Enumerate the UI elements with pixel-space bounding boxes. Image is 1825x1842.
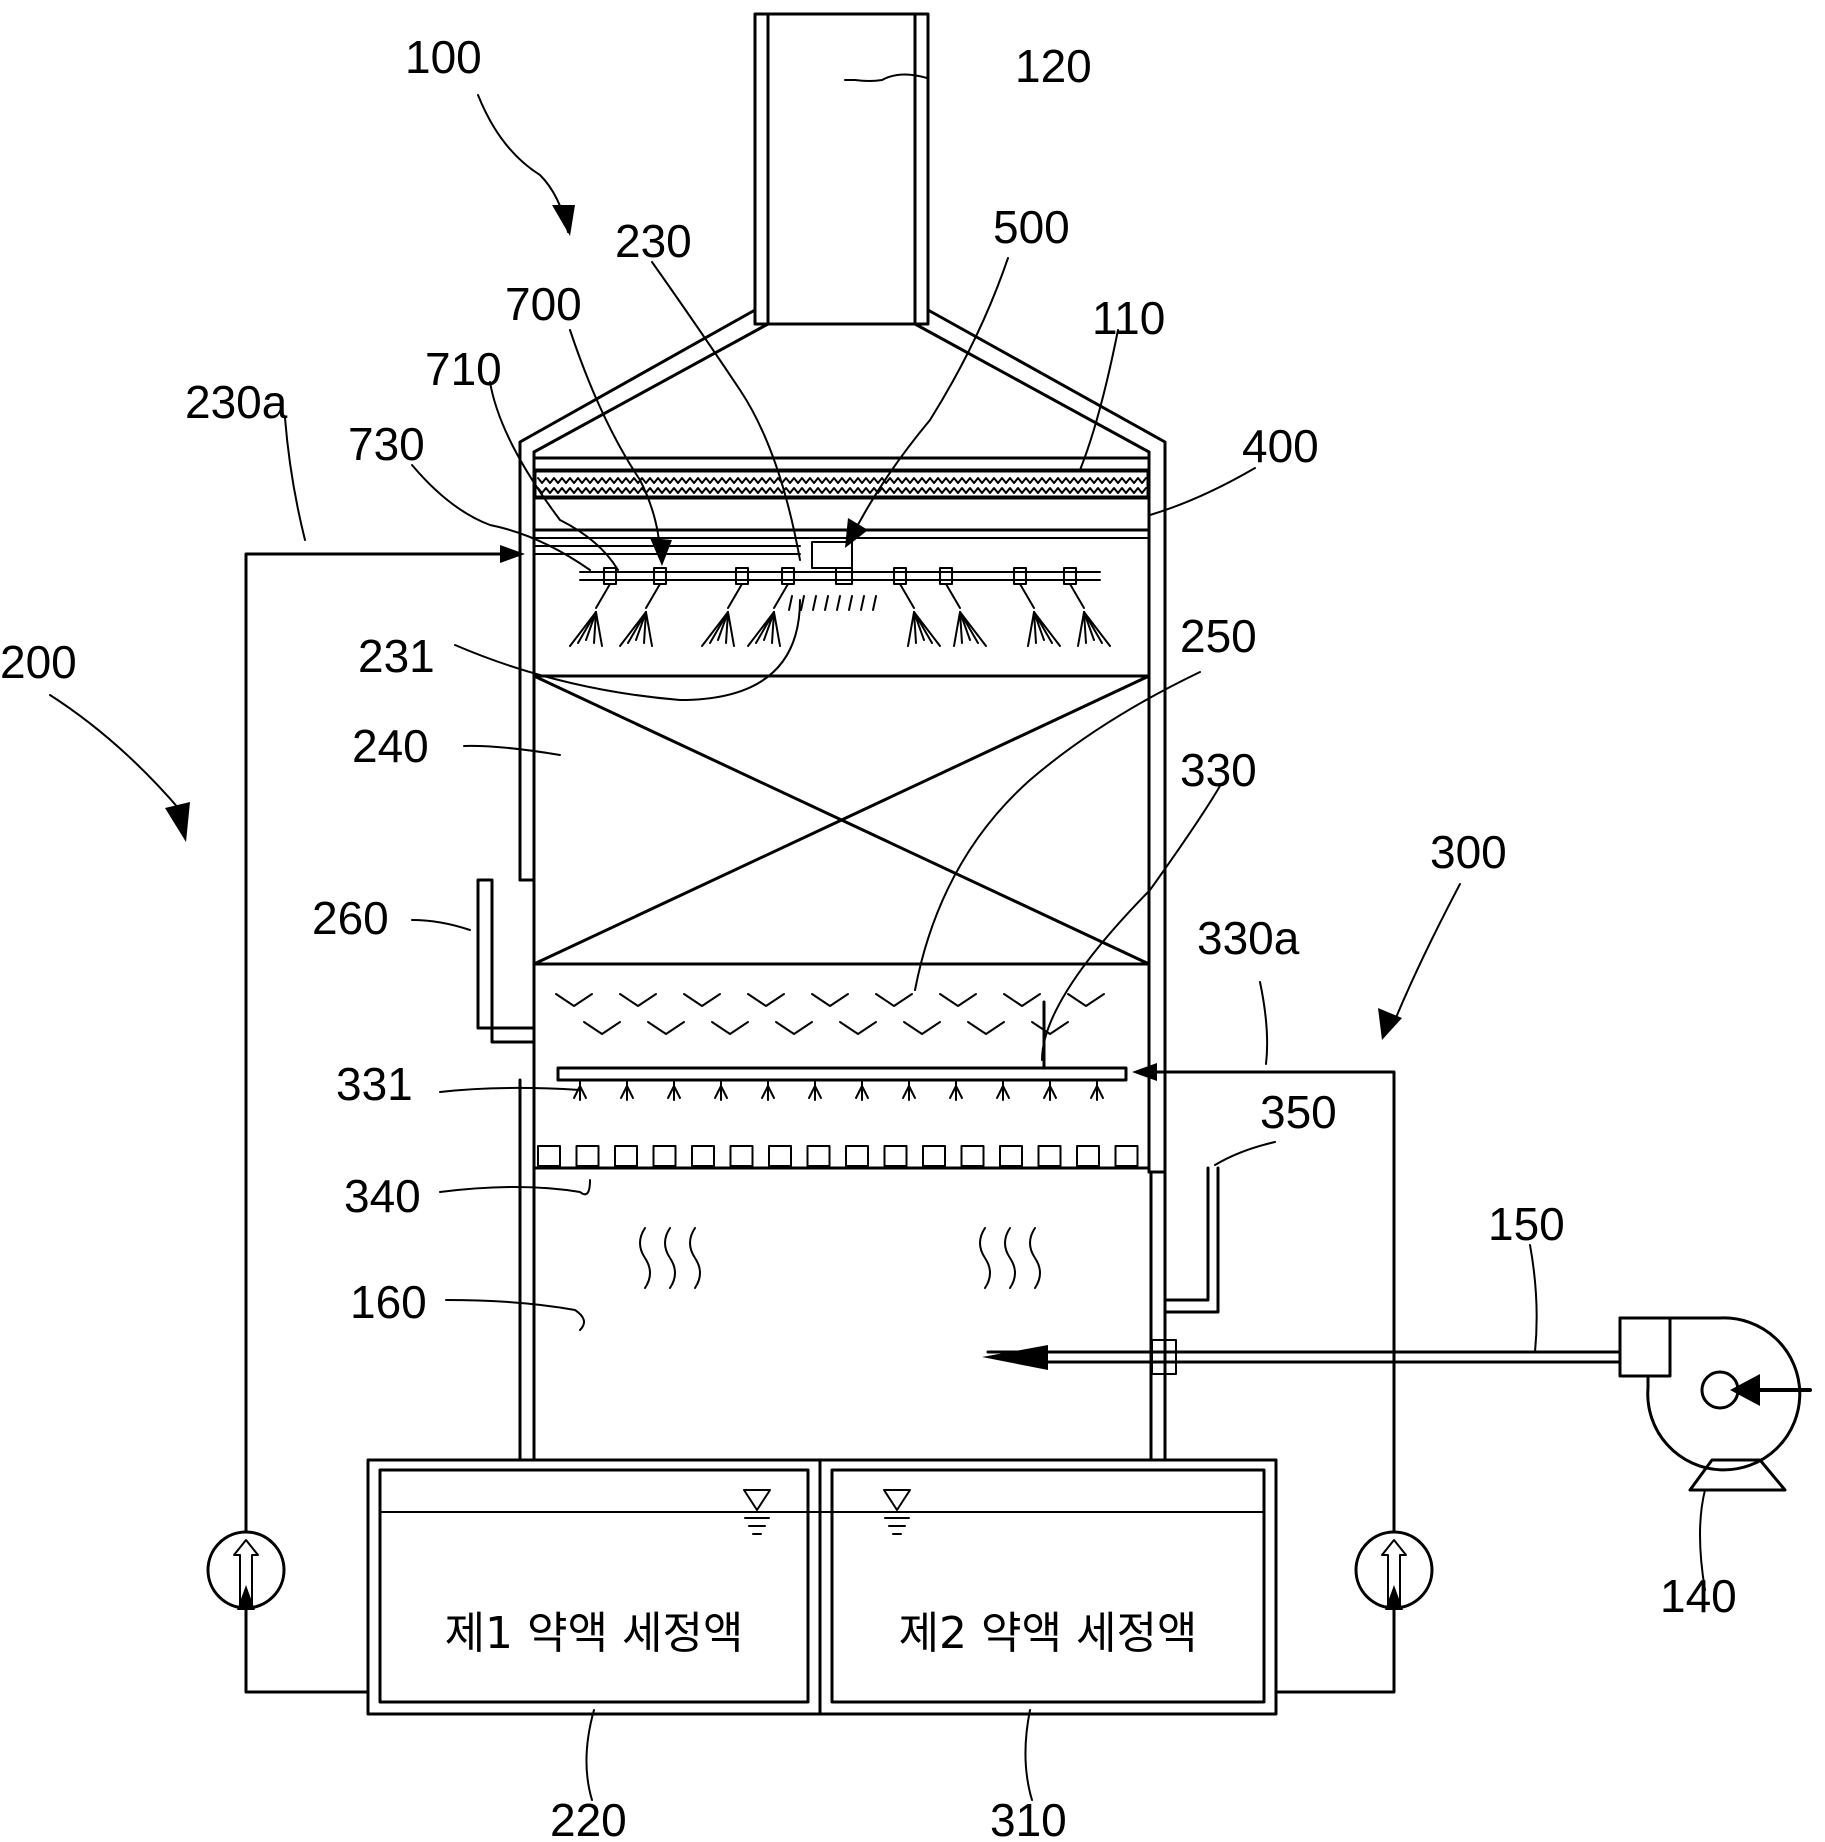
label-220: 220 <box>550 1794 627 1842</box>
label-230: 230 <box>615 215 692 267</box>
vapor-marks <box>639 1227 1041 1289</box>
leader-lines <box>49 73 1706 1801</box>
label-140: 140 <box>1660 1570 1737 1622</box>
label-331: 331 <box>336 1058 413 1110</box>
hood <box>518 308 1167 1174</box>
label-730: 730 <box>348 418 425 470</box>
grid-cell <box>614 1145 638 1167</box>
reference-numerals: 100 120 230 500 700 110 710 230a 730 400… <box>0 31 1737 1842</box>
label-350: 350 <box>1260 1086 1337 1138</box>
grid-cell <box>537 1145 561 1167</box>
label-710: 710 <box>425 343 502 395</box>
spray-mark <box>860 595 865 611</box>
inlet-duct <box>982 1339 1622 1375</box>
label-300: 300 <box>1430 826 1507 878</box>
spray-nozzle <box>1063 567 1111 647</box>
tower-body <box>518 450 1167 1462</box>
blower <box>1618 1316 1812 1492</box>
label-150: 150 <box>1488 1198 1565 1250</box>
grid-cell <box>845 1145 869 1167</box>
tank-housing <box>366 1458 1278 1716</box>
grid-cell <box>999 1145 1023 1167</box>
grid-cell <box>768 1145 792 1167</box>
spray-nozzle <box>939 567 987 647</box>
spray-mark <box>872 595 877 611</box>
label-250: 250 <box>1180 610 1257 662</box>
spray-nozzle <box>619 567 667 647</box>
label-330a: 330a <box>1197 912 1300 964</box>
label-230a: 230a <box>185 376 288 428</box>
spray-mark <box>788 595 793 611</box>
spray-nozzle <box>569 567 617 647</box>
label-400: 400 <box>1242 420 1319 472</box>
spray-section <box>532 528 1151 678</box>
label-340: 340 <box>344 1170 421 1222</box>
label-231: 231 <box>358 630 435 682</box>
level-mark-left <box>743 1489 771 1535</box>
grid-cell <box>652 1145 677 1167</box>
grid-cell <box>922 1145 946 1167</box>
spray-mark <box>836 595 841 611</box>
mist-eliminator <box>532 456 1151 500</box>
tank-label-first: 제1 약액 세정액 <box>445 1608 744 1659</box>
label-330: 330 <box>1180 744 1257 796</box>
drain-pipe-350 <box>1163 1166 1210 1302</box>
chevron-baffles <box>555 993 1105 1035</box>
spray-nozzle <box>893 567 941 647</box>
recirc-line-second <box>1132 1063 1434 1694</box>
grid-cell <box>1037 1145 1062 1167</box>
label-110: 110 <box>1092 292 1165 344</box>
label-200: 200 <box>0 636 77 688</box>
grid-cell <box>1076 1145 1100 1167</box>
label-240: 240 <box>352 720 429 772</box>
support-grid <box>532 1145 1151 1170</box>
exhaust-stack <box>753 12 930 326</box>
tank-label-second: 제2 약액 세정액 <box>899 1608 1198 1659</box>
second-spray-bar <box>556 1000 1128 1101</box>
spray-nozzle <box>1013 567 1061 647</box>
grid-cell <box>729 1145 754 1167</box>
packing-bed <box>532 674 1151 966</box>
recirc-line-first <box>206 545 525 1694</box>
grid-cell <box>806 1145 831 1167</box>
label-500: 500 <box>993 201 1070 253</box>
label-310: 310 <box>990 1794 1067 1842</box>
grid-cell <box>960 1145 985 1167</box>
spray-mark <box>848 595 853 611</box>
spray-nozzle <box>747 567 795 647</box>
label-120: 120 <box>1015 40 1092 92</box>
grid-cell <box>1114 1145 1139 1167</box>
spray-mark <box>812 595 817 611</box>
label-260: 260 <box>312 892 389 944</box>
spray-mark <box>824 595 829 611</box>
grid-cell <box>883 1145 908 1167</box>
grid-cell <box>691 1145 715 1167</box>
overflow-pipe <box>476 878 536 1044</box>
spray-nozzle <box>701 567 749 647</box>
spray-mark <box>800 595 805 611</box>
level-mark-right <box>883 1489 911 1535</box>
label-100: 100 <box>405 31 482 83</box>
grid-cell <box>575 1145 600 1167</box>
label-700: 700 <box>505 278 582 330</box>
label-160: 160 <box>350 1276 427 1328</box>
